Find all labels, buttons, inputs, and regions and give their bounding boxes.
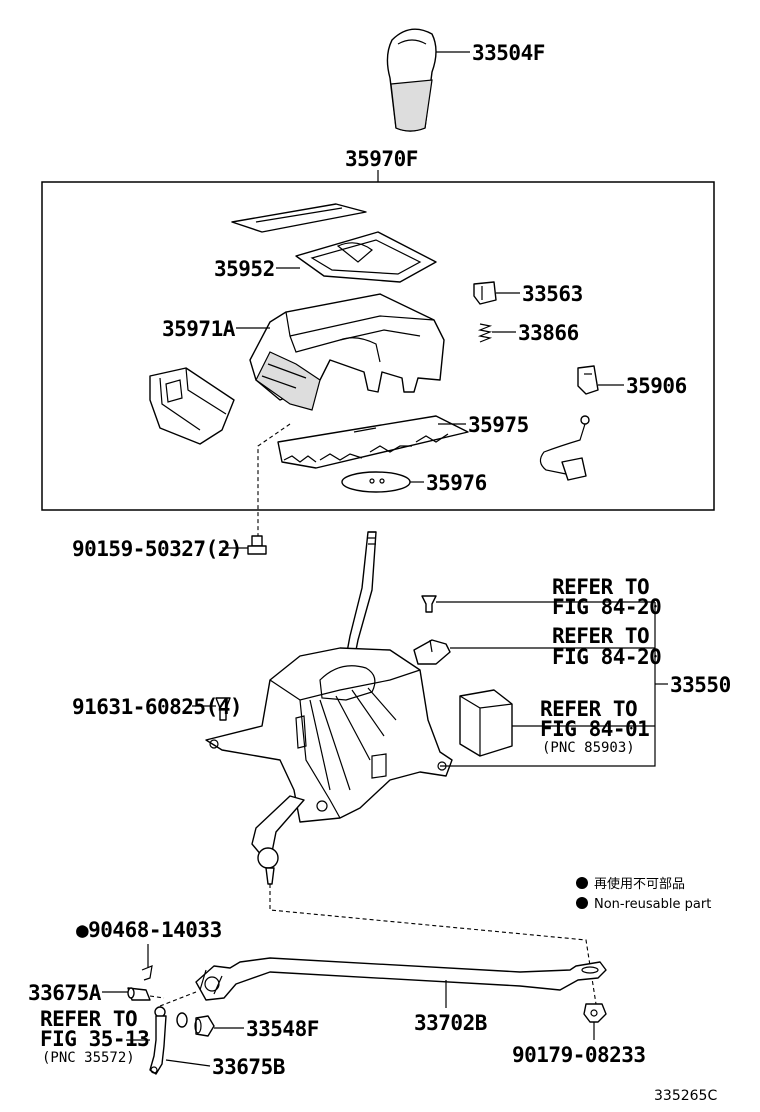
label-bushing: 33548F	[246, 1017, 319, 1041]
ref-2: REFER TO FIG 84-20	[552, 624, 662, 669]
indicator-plate-part[interactable]	[295, 231, 437, 283]
svg-text:FIG 84-01: FIG 84-01	[540, 717, 649, 741]
nut-part[interactable]	[583, 1003, 607, 1023]
cover-strip-part[interactable]	[277, 415, 469, 469]
label-clip: ●90468-14033	[76, 918, 222, 942]
label-housing: 35971A	[162, 317, 236, 341]
svg-text:(PNC 85903): (PNC 85903)	[542, 740, 635, 756]
label-assembly: 35970F	[345, 147, 418, 171]
lever-part[interactable]	[149, 1006, 167, 1075]
label-bracket: 35906	[626, 374, 687, 398]
svg-text:REFER TO: REFER TO	[552, 624, 649, 648]
label-lever: 33675B	[212, 1055, 285, 1079]
disc-part[interactable]	[341, 471, 411, 493]
diagram-id: 335265C	[654, 1088, 717, 1104]
housing-part[interactable]	[249, 293, 445, 411]
label-nut: 90179-08233	[512, 1043, 646, 1067]
label-disc: 35976	[426, 471, 487, 495]
ref-4: REFER TO FIG 35-13 (PNC 35572)	[40, 1007, 150, 1066]
clip-part[interactable]	[413, 639, 451, 665]
bolt-2-part[interactable]	[215, 697, 231, 721]
svg-text:REFER TO: REFER TO	[552, 575, 649, 599]
bracket-part[interactable]	[577, 365, 599, 395]
legend: 再使用不可部品 Non-reusable part	[576, 876, 711, 912]
insert-part[interactable]	[473, 281, 497, 305]
label-cover-strip: 35975	[468, 413, 529, 437]
label-rod: 33702B	[414, 1011, 487, 1035]
rod-part[interactable]	[195, 957, 607, 1001]
shift-knob-part[interactable]	[386, 28, 437, 132]
ref-1: REFER TO FIG 84-20	[552, 575, 662, 619]
assembly-box	[41, 181, 715, 511]
legend-english: Non-reusable part	[594, 897, 711, 912]
bushing-part[interactable]	[176, 1012, 215, 1037]
label-lever-assembly: 33550	[670, 673, 731, 697]
spring-part[interactable]	[477, 323, 493, 343]
module-part[interactable]	[459, 689, 513, 757]
svg-text:REFER TO: REFER TO	[540, 697, 637, 721]
label-spring: 33866	[518, 321, 579, 345]
screw-part[interactable]	[421, 595, 437, 613]
label-shift-knob: 33504F	[472, 41, 545, 65]
label-pin: 33675A	[28, 981, 102, 1005]
top-plate-part[interactable]	[231, 203, 367, 233]
side-bracket-part[interactable]	[149, 367, 235, 445]
pin-part[interactable]	[127, 987, 151, 1001]
label-insert: 33563	[522, 282, 583, 306]
ref-3: REFER TO FIG 84-01 (PNC 85903)	[540, 697, 650, 756]
svg-text:REFER TO: REFER TO	[40, 1007, 137, 1031]
label-bolt-2: 91631-60825(4)	[72, 695, 242, 719]
label-plate: 35952	[214, 257, 275, 281]
svg-text:FIG 84-20: FIG 84-20	[552, 645, 661, 669]
clip-small-part[interactable]	[141, 965, 153, 981]
svg-text:(PNC 35572): (PNC 35572)	[42, 1050, 135, 1066]
svg-text:FIG 35-13: FIG 35-13	[40, 1027, 149, 1051]
wire-connector-part[interactable]	[539, 415, 590, 481]
label-bolt-1: 90159-50327(2)	[72, 537, 242, 561]
shift-lever-assembly-part[interactable]	[205, 531, 453, 885]
legend-japanese: 再使用不可部品	[594, 876, 685, 892]
svg-text:FIG 84-20: FIG 84-20	[552, 595, 661, 619]
bolt-1-part[interactable]	[247, 535, 267, 555]
